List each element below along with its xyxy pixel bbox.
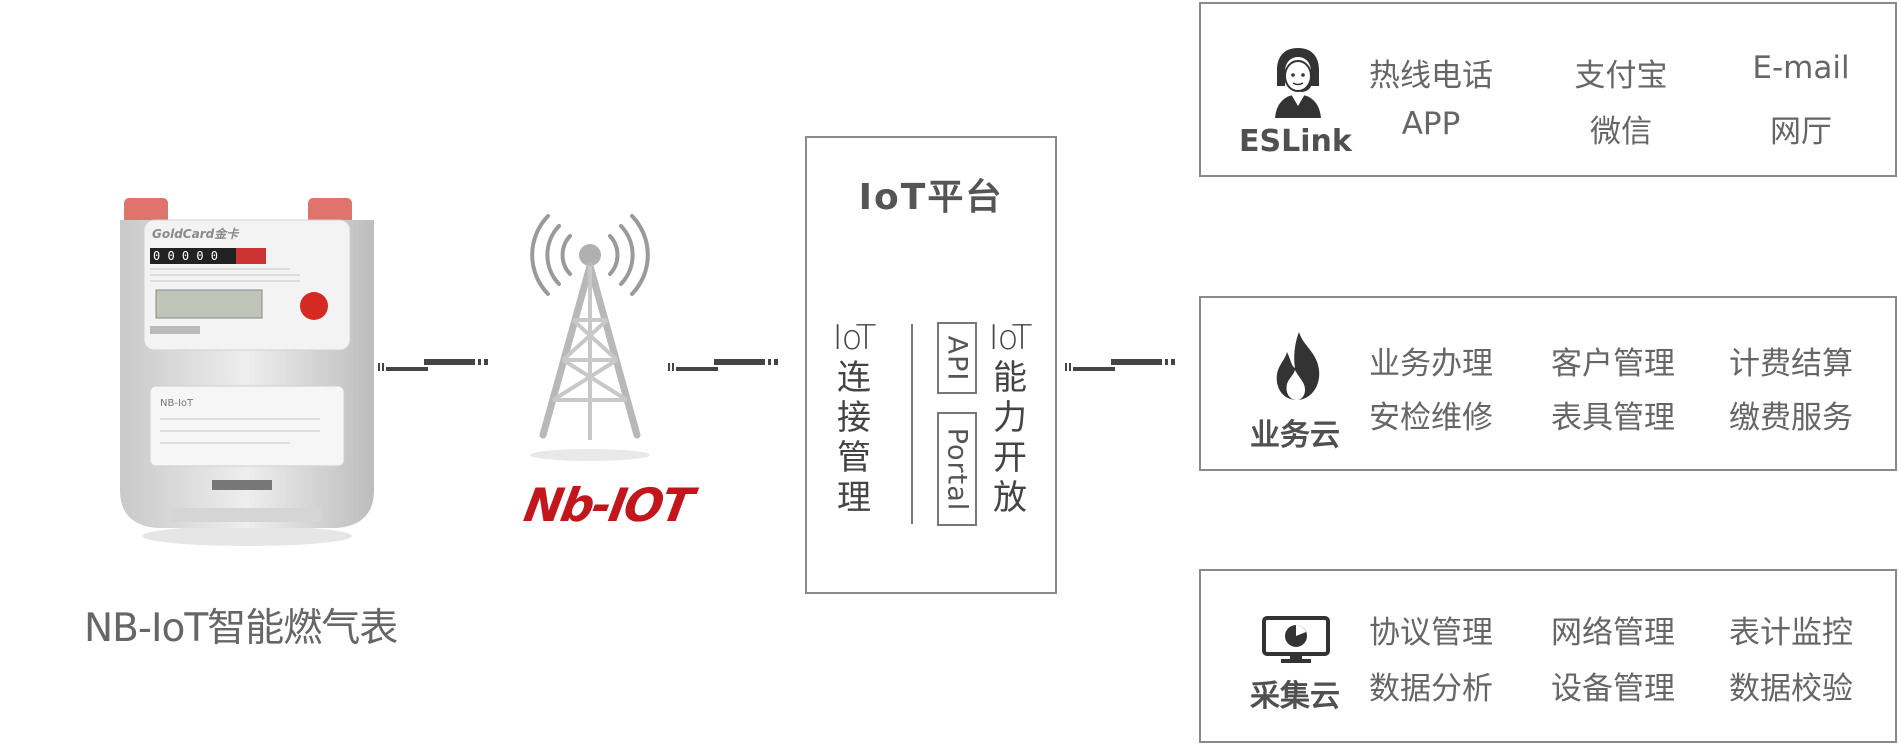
service-item: 表具管理 <box>1551 400 1675 436</box>
iot-connection-management: IoT 连 接 管 理 <box>827 318 881 518</box>
iot-right-char: 力 <box>993 398 1027 438</box>
service-item: 缴费服务 <box>1729 400 1853 436</box>
service-item: 计费结算 <box>1729 346 1853 382</box>
flame-icon <box>1276 332 1320 400</box>
service-item: 网络管理 <box>1551 615 1675 651</box>
iot-left-char: 接 <box>837 398 871 438</box>
service-item: 热线电话 <box>1369 58 1493 94</box>
nb-iot-logo: Nb-IOT <box>520 478 696 532</box>
iot-left-latin: IoT <box>832 318 877 358</box>
connector-tower-platform <box>668 359 778 371</box>
service-item: 设备管理 <box>1551 671 1675 707</box>
api-tag: API <box>937 322 977 394</box>
iot-left-char: 管 <box>837 438 871 478</box>
connector-meter-tower <box>378 359 488 371</box>
collection-cloud-panel: 采集云 协议管理 网络管理 表计监控 数据分析 设备管理 数据校验 <box>1199 569 1897 743</box>
meter-brand-text: GoldCard金卡 <box>152 227 240 241</box>
service-item: 表计监控 <box>1729 615 1853 651</box>
iot-capability-opening: IoT 能 力 开 放 <box>983 318 1037 518</box>
eslink-panel: ESLink 热线电话 支付宝 E-mail APP 微信 网厅 <box>1199 2 1897 177</box>
gas-meter-image: GoldCard金卡 0 0 0 0 0 NB-IoT <box>112 190 382 550</box>
eslink-name: ESLink <box>1239 124 1352 159</box>
iot-right-latin: IoT <box>988 318 1033 358</box>
signal-tower-icon <box>515 200 665 465</box>
iot-right-char: 放 <box>993 478 1027 518</box>
service-item: E-mail <box>1752 50 1850 86</box>
service-item: 数据分析 <box>1369 671 1493 707</box>
iot-platform-title: IoT平台 <box>858 177 1004 218</box>
svg-text:0 0 0 0 0: 0 0 0 0 0 <box>153 249 218 263</box>
business-cloud-name: 业务云 <box>1250 418 1340 453</box>
iot-left-char: 理 <box>837 478 871 518</box>
service-item: 业务办理 <box>1369 346 1493 382</box>
service-item: 安检维修 <box>1369 400 1493 436</box>
connector-platform-cloud <box>1065 359 1175 371</box>
iot-platform-box: IoT平台 IoT 连 接 管 理 API Portal IoT 能 力 开 放 <box>805 136 1057 594</box>
iot-divider <box>911 324 913 524</box>
collection-cloud-name: 采集云 <box>1250 679 1340 714</box>
api-tag-label: API <box>941 335 973 381</box>
service-item: 支付宝 <box>1574 58 1668 94</box>
service-item: 微信 <box>1590 114 1652 150</box>
service-item: 网厅 <box>1770 114 1832 150</box>
business-cloud-panel: 业务云 业务办理 客户管理 计费结算 安检维修 表具管理 缴费服务 <box>1199 296 1897 471</box>
iot-right-char: 能 <box>993 358 1027 398</box>
iot-right-char: 开 <box>993 438 1027 478</box>
service-item: 客户管理 <box>1551 346 1675 382</box>
service-item: 数据校验 <box>1729 671 1853 707</box>
meter-label: NB-IoT智能燃气表 <box>84 606 398 651</box>
customer-service-icon <box>1275 48 1321 118</box>
service-item: APP <box>1401 106 1461 142</box>
iot-left-char: 连 <box>837 358 871 398</box>
svg-text:NB-IoT: NB-IoT <box>160 398 194 409</box>
service-item: 协议管理 <box>1369 615 1493 651</box>
monitor-chart-icon <box>1262 616 1330 663</box>
portal-tag: Portal <box>937 412 977 526</box>
portal-tag-label: Portal <box>941 427 973 511</box>
